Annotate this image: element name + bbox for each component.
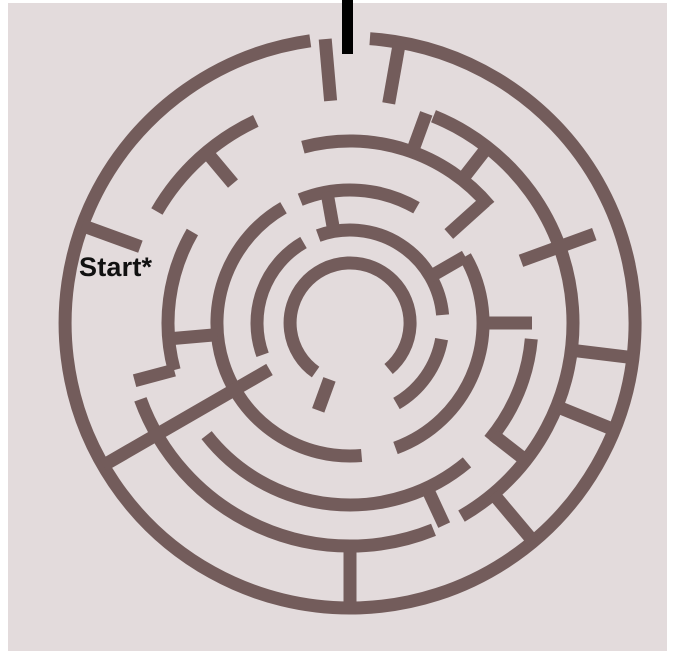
maze-radial-center-bottom xyxy=(312,377,336,413)
maze-radial-lower-left-long xyxy=(99,363,273,472)
maze-outer-wall xyxy=(58,32,642,615)
maze-radial-top-left xyxy=(318,38,338,102)
maze-center-wall xyxy=(283,256,417,378)
maze-ring3-wall-right xyxy=(484,338,538,445)
maze-ring5-wall-top xyxy=(315,223,450,316)
maze-radial-top-entry xyxy=(382,41,406,105)
maze-ring4-wall-left xyxy=(210,202,363,463)
maze-radial-upper-right-1 xyxy=(406,111,433,155)
start-label: Start* xyxy=(79,252,153,282)
maze-ring4-wall-top xyxy=(297,183,420,214)
maze-ring5-wall-left xyxy=(250,236,307,358)
maze-radial-right-2 xyxy=(427,250,469,283)
maze-radial-right-3 xyxy=(518,227,597,267)
maze-ring3-wall-bottom xyxy=(201,431,472,512)
maze-radial-right-1 xyxy=(444,196,490,239)
maze-radial-left-1 xyxy=(132,363,176,387)
maze-ring4-wall-right xyxy=(393,253,490,455)
maze-ring2-wall-upper-left xyxy=(151,115,259,215)
maze-entrance-marker xyxy=(342,0,353,54)
maze-radial-right-5 xyxy=(570,343,634,365)
maze-radial-lower-right-1 xyxy=(489,429,530,466)
maze-radial-left-entry xyxy=(79,219,143,253)
maze-radial-left-2 xyxy=(168,328,219,346)
maze-radial-upper-left xyxy=(201,148,238,188)
maze-ring2-wall-bottom xyxy=(134,397,436,553)
maze-ring3-wall-top xyxy=(301,134,495,211)
maze-radial-upper-right-2 xyxy=(456,143,493,184)
maze-ring5-wall-lower-right xyxy=(393,337,449,410)
maze-radial-bottom-1 xyxy=(421,485,451,528)
maze-ring3-wall-left xyxy=(161,228,199,372)
maze-radial-right-6 xyxy=(554,400,617,436)
maze-radial-lower-right-2 xyxy=(488,489,539,546)
maze-ring2-wall-right xyxy=(431,110,580,522)
maze-radial-inner-top xyxy=(320,190,341,233)
